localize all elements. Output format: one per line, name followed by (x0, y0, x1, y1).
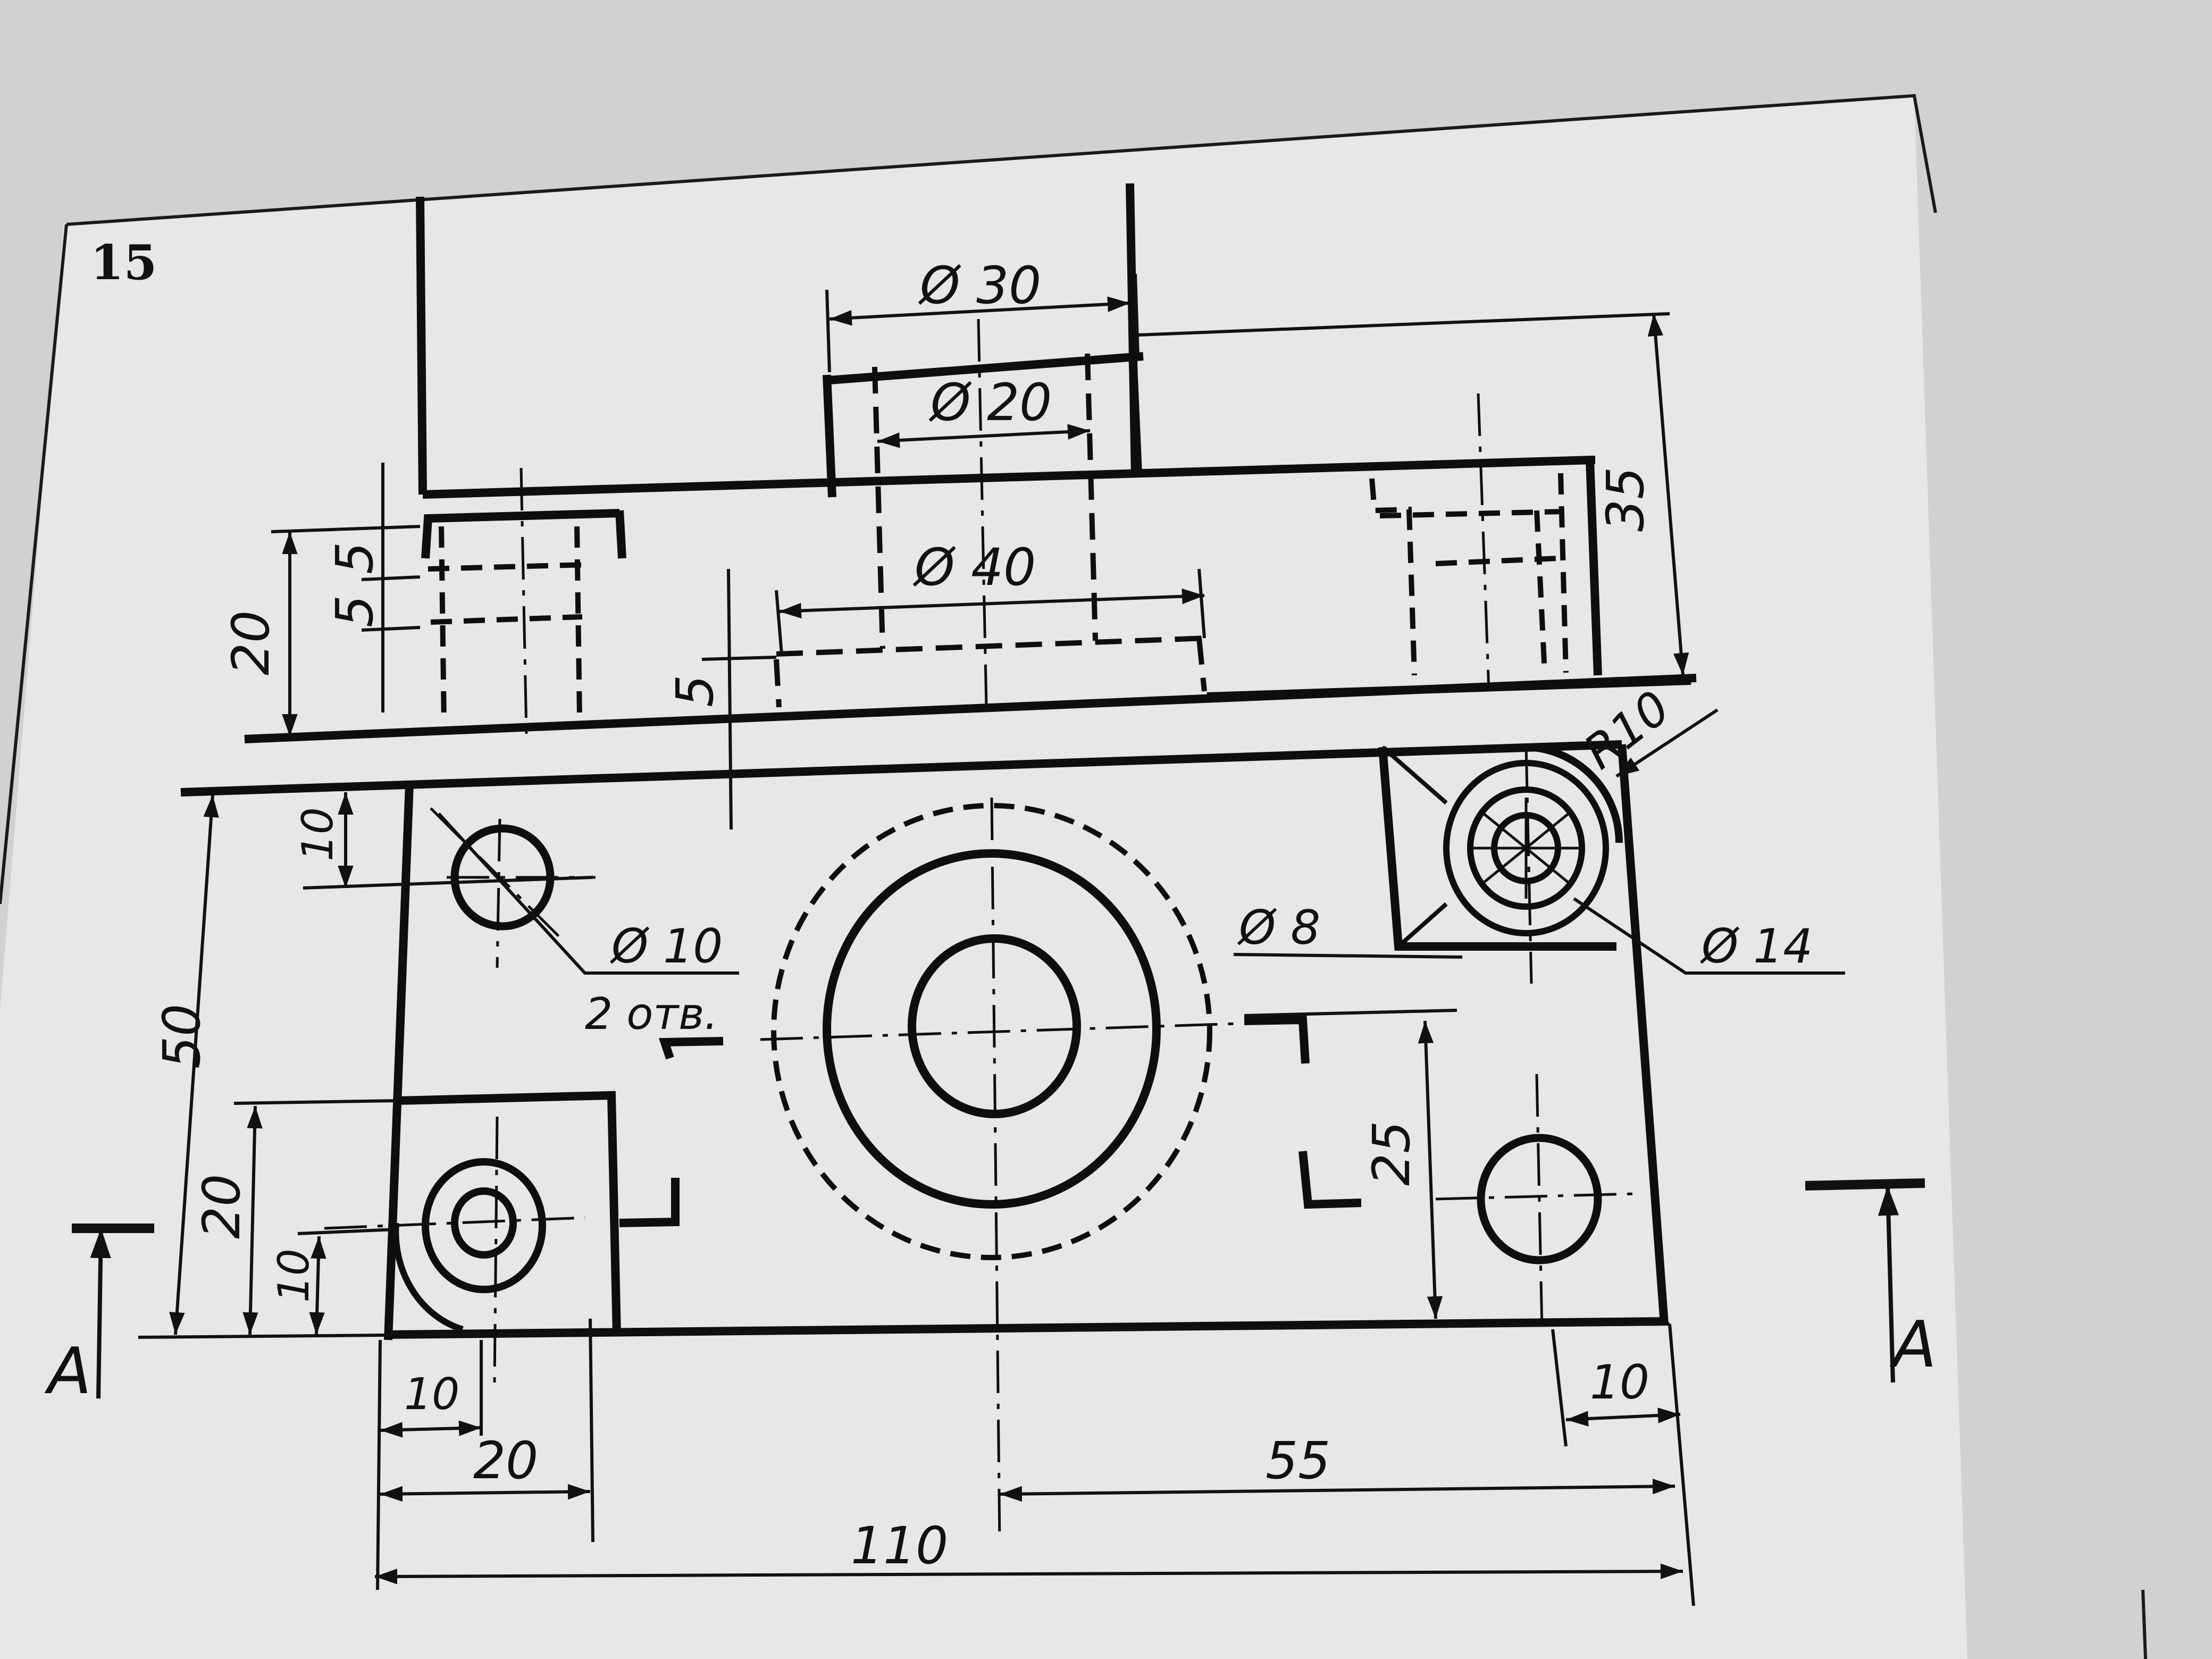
dimension-labels: Ø 30 Ø 20 Ø 40 35 20 5 5 5 10 Ø 10 2 отв… (152, 256, 1813, 1576)
dim-top-boss-inner: Ø 20 (928, 373, 1052, 432)
top-view (180, 740, 1669, 1543)
paper-page (0, 96, 1967, 1659)
dim-boss-offset-x: 10 (404, 1369, 459, 1420)
dim-boss-block-width: 20 (473, 1431, 538, 1490)
section-label-right: A (1889, 1308, 1937, 1382)
dim-right-offset: 10 (1590, 1355, 1649, 1410)
section-labels: A A (44, 1308, 1937, 1409)
section-marks (72, 1178, 1925, 1399)
section-label-left: A (44, 1335, 91, 1409)
page-frame (0, 94, 2147, 1659)
dim-top-boss-outer: Ø 30 (918, 256, 1041, 315)
dim-overall-height: 35 (1596, 467, 1655, 532)
dim-recess-depth: 5 (665, 675, 725, 707)
dim-left-height: 20 (221, 610, 281, 675)
dim-hole-left-dia: Ø 10 (609, 919, 723, 974)
dim-center-offset: 55 (1266, 1431, 1330, 1490)
dim-plan-depth: 50 (152, 1004, 212, 1069)
front-view (244, 183, 1697, 743)
dim-counterbore: Ø 40 (912, 538, 1036, 597)
dim-overall-width: 110 (851, 1516, 948, 1576)
exercise-number: 15 (90, 234, 157, 291)
dimension-lines (138, 273, 1845, 1606)
dim-hole-offset-top: 10 (293, 807, 342, 861)
dim-boss-block-height: 20 (192, 1174, 252, 1239)
dim-step-upper: 5 (325, 542, 384, 574)
dim-small-hole: Ø 8 (1237, 900, 1320, 955)
dim-hole-left-qty: 2 отв. (585, 989, 718, 1040)
dim-boss-center-height: 10 (269, 1249, 319, 1303)
dim-step-lower: 5 (325, 595, 384, 627)
dim-ring-hole: Ø 14 (1699, 919, 1813, 974)
dim-right-hole-y: 25 (1362, 1121, 1421, 1186)
